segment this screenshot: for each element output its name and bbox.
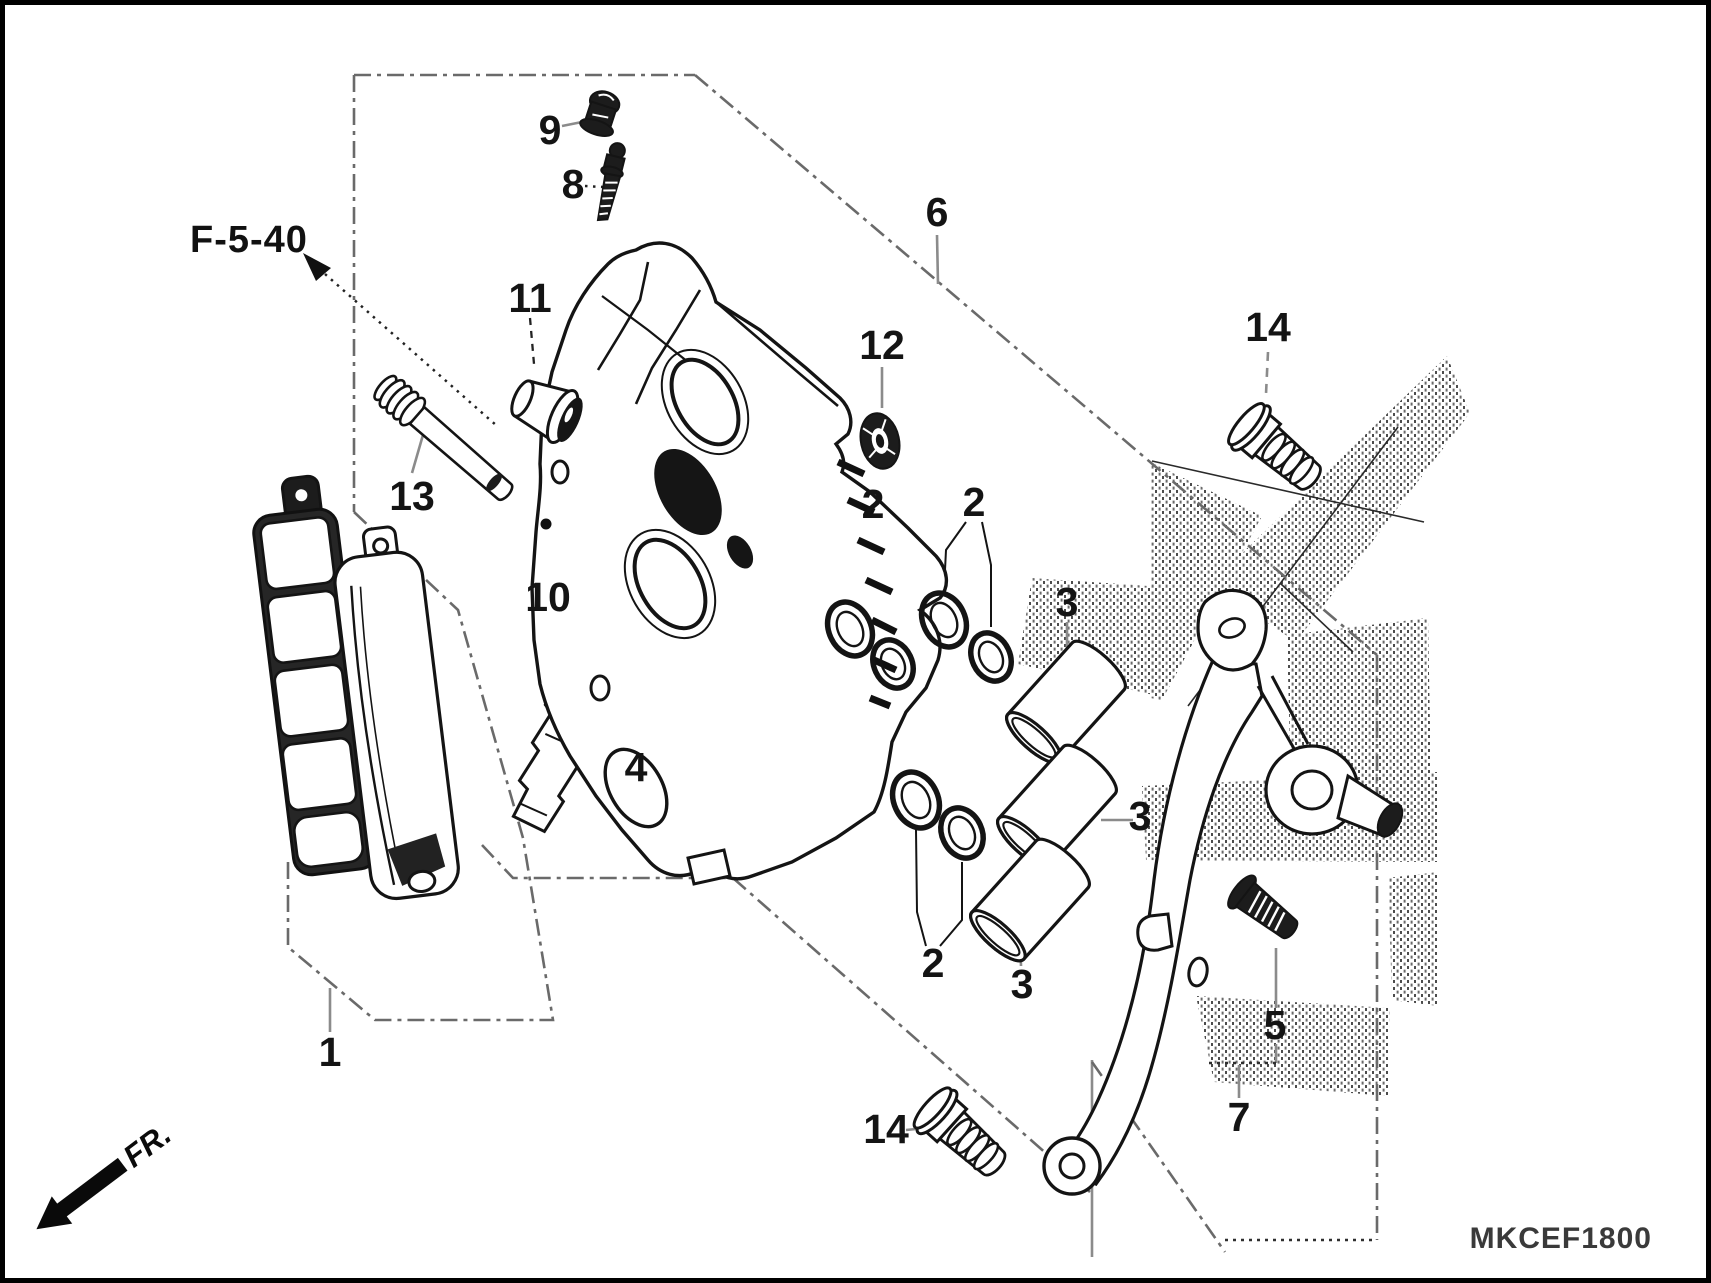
callout-11: 11 [508, 275, 551, 321]
bleed-valve [596, 142, 626, 222]
callout-9: 9 [539, 107, 562, 153]
callout-8: 8 [562, 161, 585, 207]
seal-ring [968, 630, 1014, 684]
callout-3-top: 3 [1056, 579, 1079, 625]
cross-reference-label: F-5-40 [190, 219, 308, 261]
caliper-nut [859, 412, 901, 470]
seal-ring [889, 769, 943, 831]
piston [969, 837, 1091, 963]
brake-pad-right [333, 525, 460, 901]
callout-13: 13 [389, 473, 435, 519]
pin-bolt [540, 518, 552, 530]
flange-bolt-bottom [912, 1086, 1007, 1177]
bracket-slide-bolt [1227, 874, 1299, 940]
callout-3-bottom: 3 [1011, 961, 1034, 1007]
pad-pin [373, 374, 514, 502]
brake-caliper [530, 241, 948, 886]
callout-14-bottom: 14 [863, 1106, 909, 1152]
caliper-pistons [969, 639, 1127, 963]
callout-2-upper-right: 2 [963, 479, 986, 525]
flange-bolt-top [1227, 402, 1322, 491]
seal-ring [824, 599, 876, 659]
callout-2-lower: 2 [922, 940, 945, 986]
callout-5: 5 [1264, 1002, 1287, 1048]
bleed-valve-cap [579, 90, 621, 137]
callout-1: 1 [319, 1029, 342, 1075]
fr-direction-arrow: FR. [36, 1116, 178, 1230]
callout-10: 10 [525, 574, 571, 620]
seal-ring [938, 805, 986, 861]
callout-14-top: 14 [1245, 304, 1291, 350]
caliper-bushing [510, 379, 583, 444]
cross-reference-arrow [303, 253, 498, 427]
callout-12: 12 [859, 322, 905, 368]
boundary-lines [286, 73, 1379, 1257]
seal-ring [918, 590, 970, 650]
fr-label: FR. [117, 1116, 178, 1174]
diagram-code: MKCEF1800 [1470, 1222, 1652, 1255]
callout-3-mid: 3 [1129, 793, 1152, 839]
piston-seals [824, 590, 1014, 861]
caliper-bracket [1042, 588, 1404, 1196]
seal-ring [870, 637, 916, 691]
callout-2-upper-left: 2 [862, 481, 885, 527]
callout-4: 4 [625, 744, 648, 790]
callout-7: 7 [1228, 1094, 1251, 1140]
callout-6: 6 [926, 189, 949, 235]
